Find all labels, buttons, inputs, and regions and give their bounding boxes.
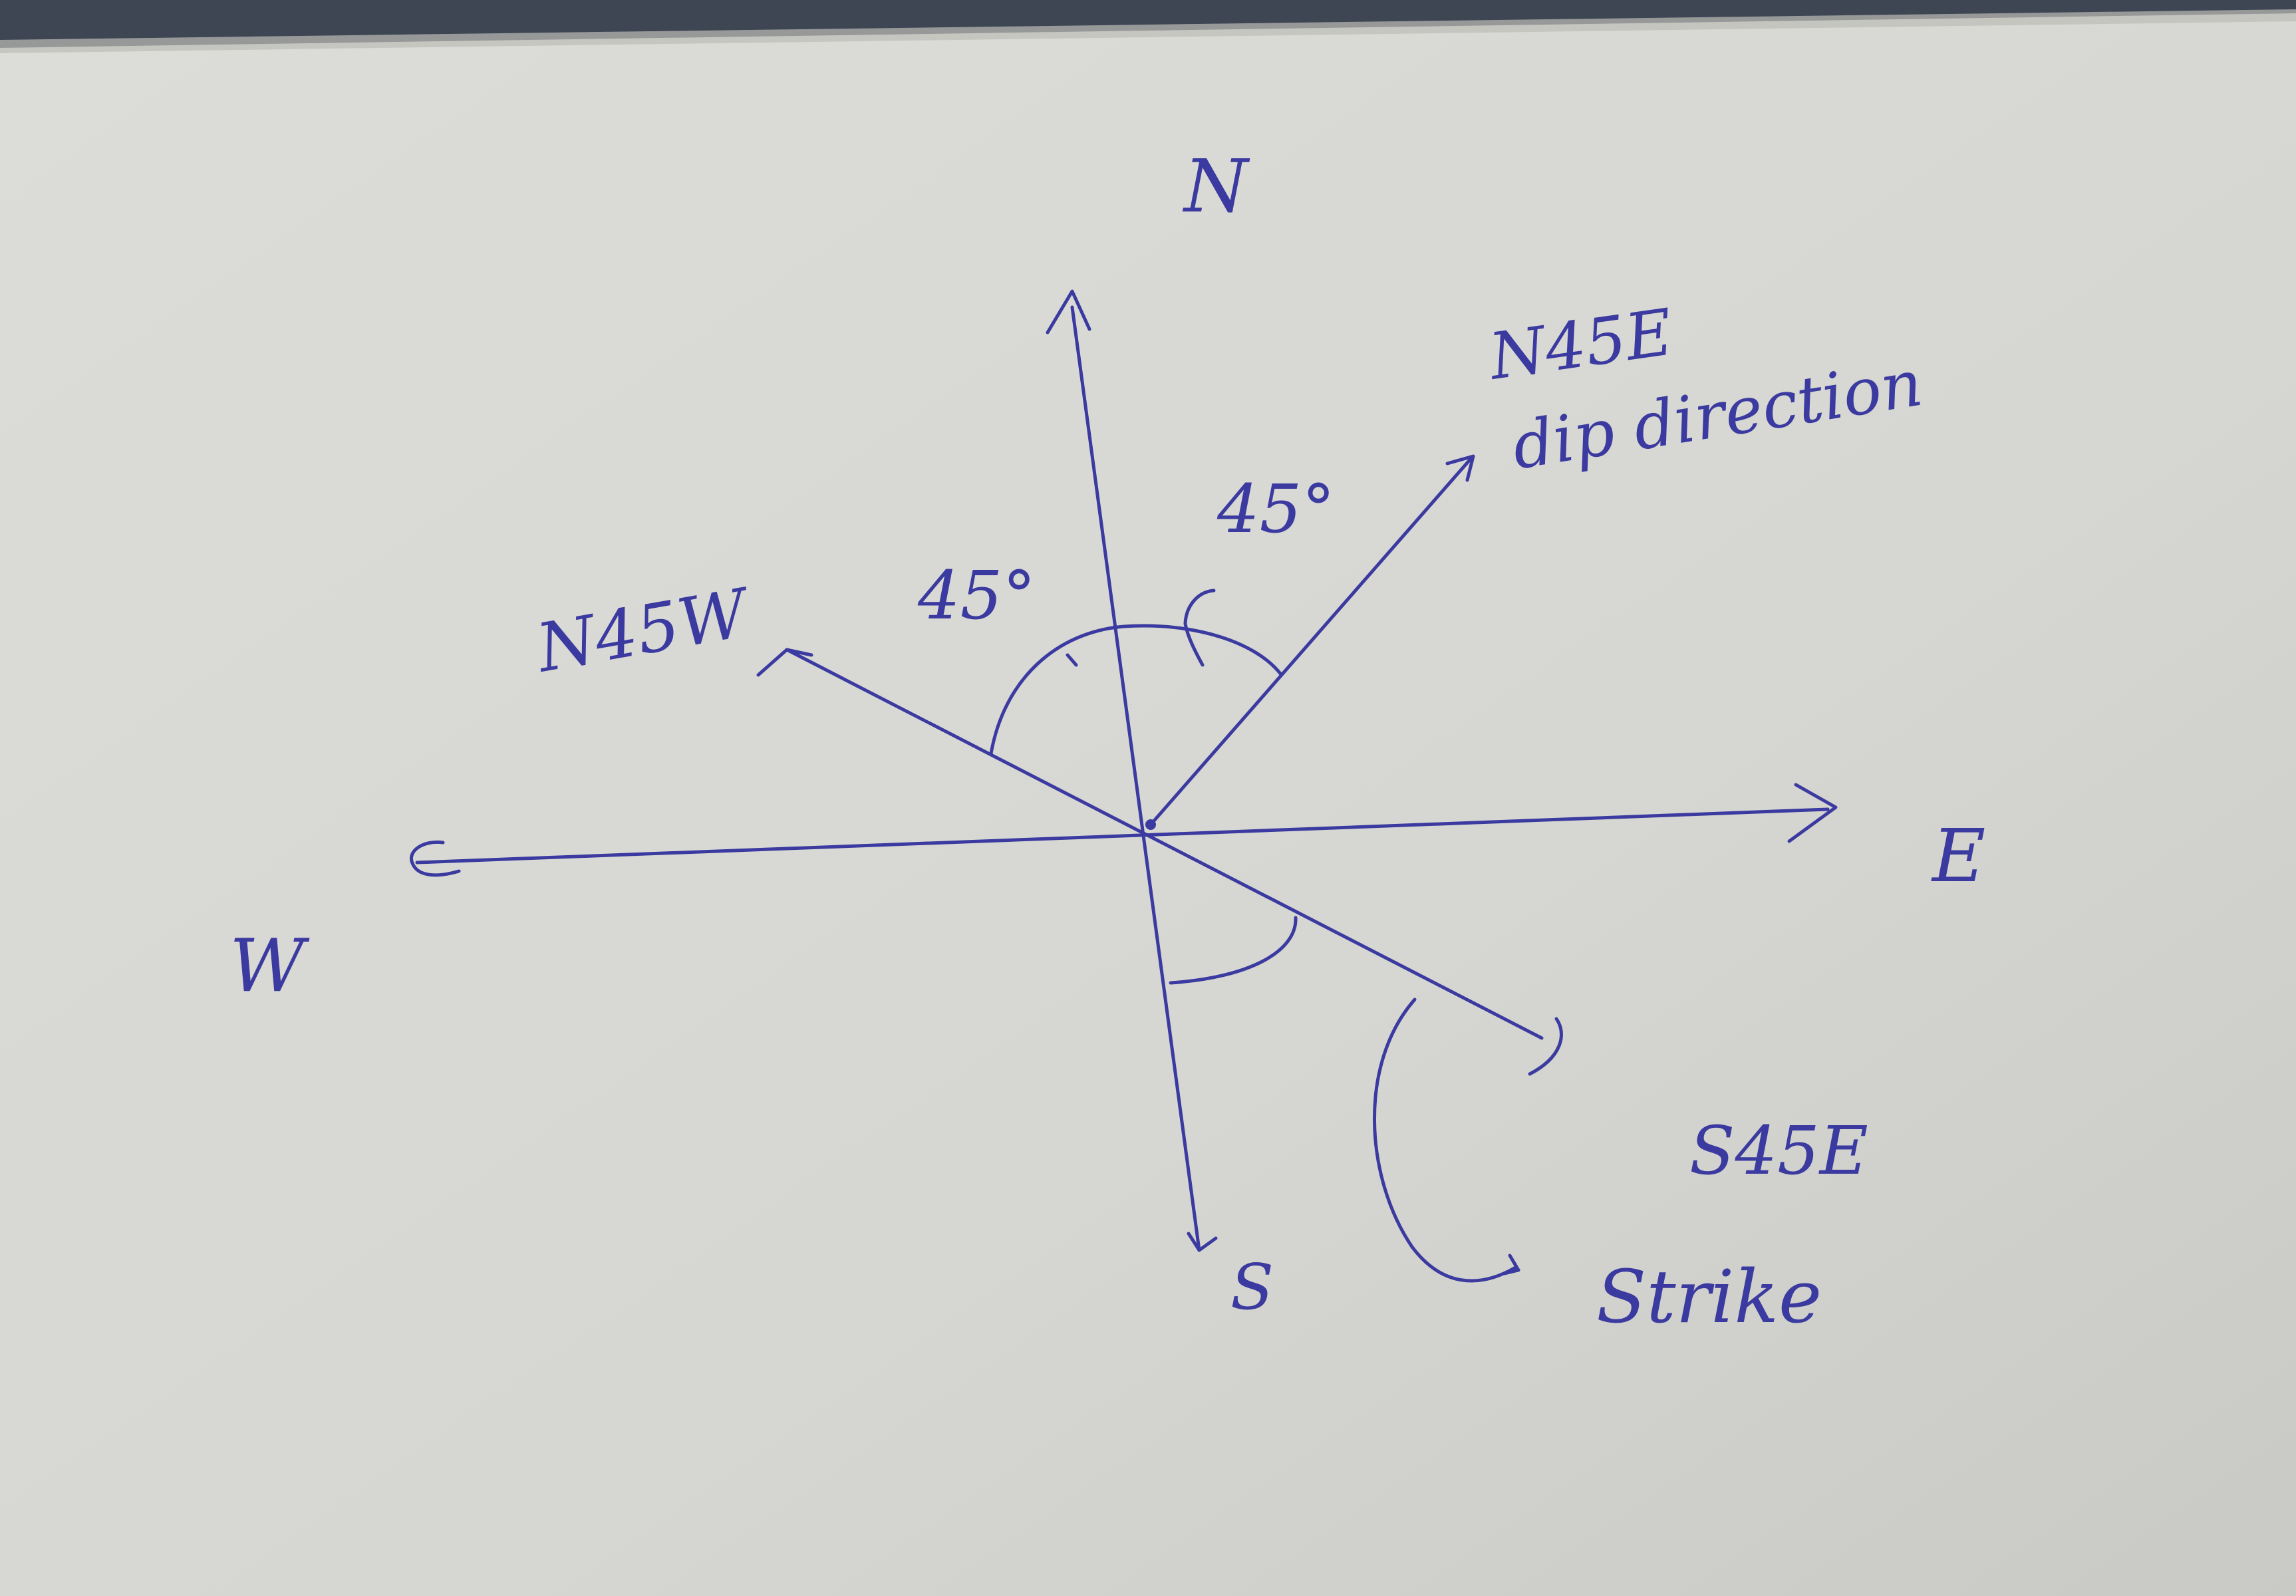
- dip-direction-line: [1149, 456, 1473, 827]
- north-arrowhead: [1046, 289, 1091, 334]
- south-label: S: [1230, 1251, 1274, 1324]
- se-strike-tick: [1528, 1017, 1563, 1076]
- north-label: N: [1182, 144, 1250, 229]
- se-bearing-label: S45E: [1689, 1112, 1868, 1190]
- west-arrowhead: [409, 840, 461, 877]
- arc-tick-left: [1066, 653, 1078, 667]
- north-south-line: [1070, 305, 1201, 1252]
- strike-bracket: [1373, 998, 1518, 1283]
- strike-line: [785, 648, 1544, 1040]
- arc-arrow: [1183, 589, 1216, 667]
- upper-angle-arc: [989, 624, 1282, 755]
- angle-right-label: 45°: [1217, 470, 1335, 548]
- lower-angle-arc: [1169, 916, 1298, 985]
- south-arrowhead: [1187, 1232, 1218, 1252]
- east-label: E: [1931, 813, 1985, 898]
- strike-bracket-tip: [1503, 1254, 1520, 1275]
- dip-direction-arrowhead: [1445, 454, 1475, 482]
- east-arrowhead: [1787, 783, 1838, 843]
- strike-label: Strike: [1596, 1254, 1822, 1339]
- top-edge-highlight: [0, 9, 2296, 53]
- west-east-line: [415, 807, 1830, 864]
- west-label: W: [229, 923, 310, 1008]
- angle-left-label: 45°: [917, 557, 1036, 634]
- center-point: [1145, 819, 1156, 830]
- nw-arrowhead: [756, 648, 813, 677]
